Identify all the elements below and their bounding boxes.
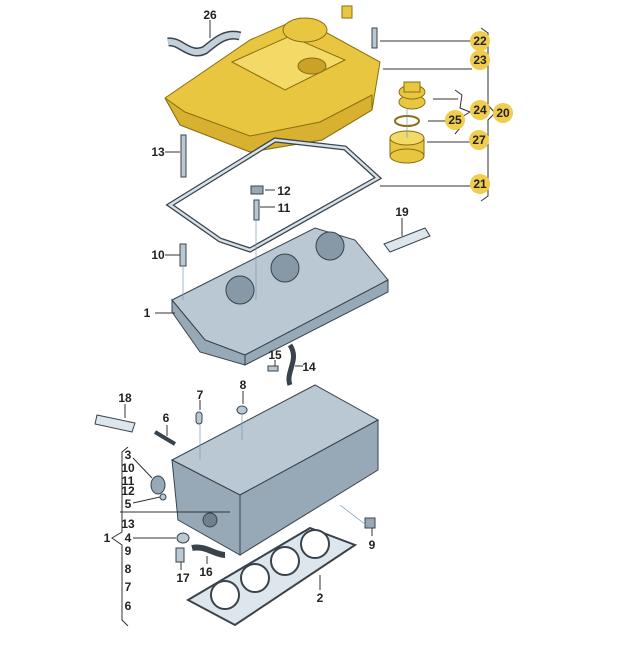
- bracket-item-label: 3: [125, 448, 132, 462]
- callout-label: 14: [302, 360, 316, 374]
- gold-badge: [470, 174, 490, 194]
- leader-lines: [111, 20, 496, 627]
- bracket-item-label: 8: [125, 562, 132, 576]
- cylinder-head-gasket[interactable]: [185, 526, 358, 627]
- gold-badge: [470, 31, 490, 51]
- gold-callout-label: 21: [473, 177, 487, 191]
- bracket-item-label: 12: [121, 484, 135, 498]
- bolt-13: [180, 134, 187, 178]
- gold-badge: [445, 110, 465, 130]
- oil-filler-cap[interactable]: [398, 81, 426, 110]
- callout-label: 2: [317, 591, 324, 605]
- callout-label: 9: [369, 538, 376, 552]
- bracket-item-label: 7: [125, 580, 132, 594]
- seal-3: [150, 475, 166, 495]
- dowel-6: [153, 430, 177, 446]
- bracket-item-label: 6: [125, 599, 132, 613]
- gold-callout-label: 20: [496, 106, 510, 120]
- callout-label: 10: [151, 248, 165, 262]
- gold-callout-badges: 22 23 24 25 27 21 20: [445, 31, 513, 194]
- cover-plug: [341, 5, 353, 19]
- stud-11: [253, 199, 260, 221]
- bracket-16: [191, 544, 226, 558]
- bolt-15: [267, 365, 279, 372]
- bracket-item-label: 11: [122, 474, 135, 488]
- sealant-tube-18: [94, 414, 136, 433]
- bracket-item-label: 4: [125, 531, 132, 545]
- gold-callout-label: 23: [473, 53, 487, 67]
- callout-label: 1: [144, 306, 151, 320]
- plug-4: [176, 532, 190, 544]
- callout-label: 26: [203, 8, 217, 22]
- gold-badge: [470, 50, 490, 70]
- bracket-item-label: 13: [121, 517, 135, 531]
- camshaft-bearing-frame[interactable]: [171, 227, 389, 366]
- cylinder-head[interactable]: [170, 384, 380, 556]
- gold-badge: [470, 100, 490, 120]
- gold-callout-label: 22: [473, 34, 487, 48]
- callout-label: 11: [278, 201, 291, 215]
- alignment-lines: [182, 108, 408, 529]
- gold-callout-label: 24: [473, 103, 487, 117]
- nut-12: [250, 185, 264, 195]
- callout-label: 13: [151, 145, 165, 159]
- callout-label: 16: [199, 565, 213, 579]
- bracket-14: [286, 343, 297, 386]
- bracket-group-label: 1: [104, 531, 111, 545]
- cylinder-head-cover[interactable]: [164, 17, 381, 153]
- callout-label: 6: [163, 411, 170, 425]
- cover-bolt: [371, 27, 378, 49]
- bolt-10: [179, 243, 187, 267]
- seal-8: [236, 405, 248, 415]
- callout-label: 18: [118, 391, 132, 405]
- bracket-item-label: 10: [121, 461, 135, 475]
- callout-label: 17: [176, 571, 190, 585]
- gold-badge: [493, 103, 513, 123]
- bolt-17: [175, 547, 185, 563]
- callout-label: 15: [268, 348, 282, 362]
- gold-badge: [469, 130, 489, 150]
- gold-callout-label: 25: [448, 113, 462, 127]
- callout-label: 19: [395, 205, 409, 219]
- bracket-item-label: 9: [125, 544, 132, 558]
- filler-neck: [389, 130, 425, 164]
- cover-gasket[interactable]: [165, 137, 383, 253]
- sleeve-7: [195, 411, 203, 425]
- callout-label: 8: [240, 378, 247, 392]
- sealant-tube-19: [383, 227, 431, 253]
- plug-9: [364, 517, 376, 529]
- callout-label: 7: [197, 388, 204, 402]
- callout-label: 12: [277, 184, 291, 198]
- plug-5: [159, 493, 167, 501]
- bracket-item-label: 5: [125, 497, 132, 511]
- gold-callout-label: 27: [472, 133, 486, 147]
